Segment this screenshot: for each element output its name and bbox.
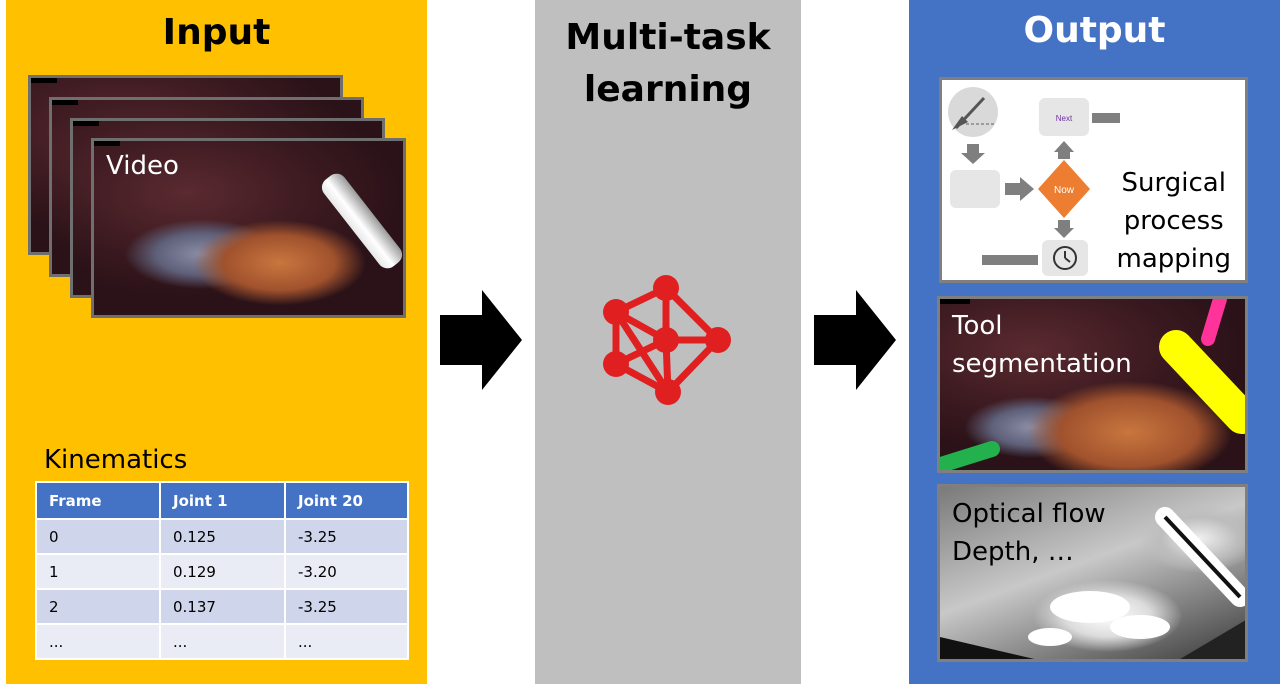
frame-bar	[94, 141, 120, 146]
next-label: Next	[1056, 114, 1073, 123]
table-cell: 0.137	[159, 588, 286, 625]
table-cell: 0.129	[159, 553, 286, 590]
table-row: 0 0.125 -3.25	[35, 518, 409, 555]
table-row: 2 0.137 -3.25	[35, 588, 409, 625]
pink-tool-mask	[1201, 299, 1227, 346]
column-header: Joint 1	[159, 481, 286, 520]
clock-icon	[1053, 246, 1077, 270]
multitask-title: Multi-task learning	[535, 12, 801, 116]
table-cell: -3.25	[284, 588, 409, 625]
segmentation-label-line1: Tool	[952, 311, 1003, 341]
yellow-tool-mask	[1159, 330, 1245, 434]
spm-text-line3: mapping	[1116, 244, 1231, 274]
frame-bar	[52, 100, 78, 105]
multitask-title-line2: learning	[583, 69, 753, 110]
flow-label-line2: Depth, …	[952, 537, 1074, 567]
table-cell: -3.25	[284, 518, 409, 555]
table-cell: ...	[35, 623, 161, 660]
flow-label-line1: Optical flow	[952, 499, 1106, 529]
process-diagram: Now Next	[948, 87, 1120, 276]
neural-network-icon	[603, 275, 731, 405]
table-row: ... ... ...	[35, 623, 409, 660]
arrow-right-icon	[440, 290, 522, 390]
flow-label: Optical flow Depth, …	[952, 495, 1106, 571]
spm-text-line1: Surgical	[1121, 168, 1226, 198]
optical-flow-image: Optical flow Depth, …	[937, 484, 1248, 662]
frame-bar	[31, 78, 57, 83]
scalpel-icon-bg	[948, 87, 998, 137]
segmentation-label-line2: segmentation	[952, 349, 1132, 379]
frame-bar	[940, 299, 970, 304]
table-cell: 0	[35, 518, 161, 555]
surgical-process-mapping-box: Now Next Surgical process mapping	[939, 77, 1248, 283]
frame-bar	[73, 121, 99, 126]
segmentation-label: Tool segmentation	[952, 307, 1132, 383]
green-tool-mask	[940, 441, 1000, 470]
table-cell: -3.20	[284, 553, 409, 590]
table-cell: 2	[35, 588, 161, 625]
column-header: Joint 20	[284, 481, 409, 520]
table-cell: ...	[159, 623, 286, 660]
output-title: Output	[1023, 10, 1166, 51]
column-header: Frame	[35, 481, 161, 520]
now-label: Now	[1054, 185, 1075, 196]
video-label: Video	[106, 151, 179, 181]
kinematics-table: Frame Joint 1 Joint 20 0 0.125 -3.25 1 0…	[35, 481, 409, 660]
multitask-title-line1: Multi-task	[565, 17, 771, 58]
segmentation-masks	[940, 299, 1245, 470]
video-frame-front: Video	[91, 138, 406, 318]
surgical-tool	[317, 169, 403, 273]
table-cell: 0.125	[159, 518, 286, 555]
scalpel-icon	[952, 96, 994, 130]
table-cell: ...	[284, 623, 409, 660]
kinematics-label: Kinematics	[44, 445, 188, 475]
spm-text-line2: process	[1123, 206, 1224, 236]
flow-texture	[940, 507, 1245, 659]
table-header-row: Frame Joint 1 Joint 20	[35, 481, 409, 520]
arrow-right-icon	[814, 290, 896, 390]
table-cell: 1	[35, 553, 161, 590]
table-row: 1 0.129 -3.20	[35, 553, 409, 590]
tool-segmentation-image: Tool segmentation	[937, 296, 1248, 473]
input-title: Input	[162, 12, 271, 53]
spm-text: Surgical process mapping	[1117, 164, 1231, 278]
